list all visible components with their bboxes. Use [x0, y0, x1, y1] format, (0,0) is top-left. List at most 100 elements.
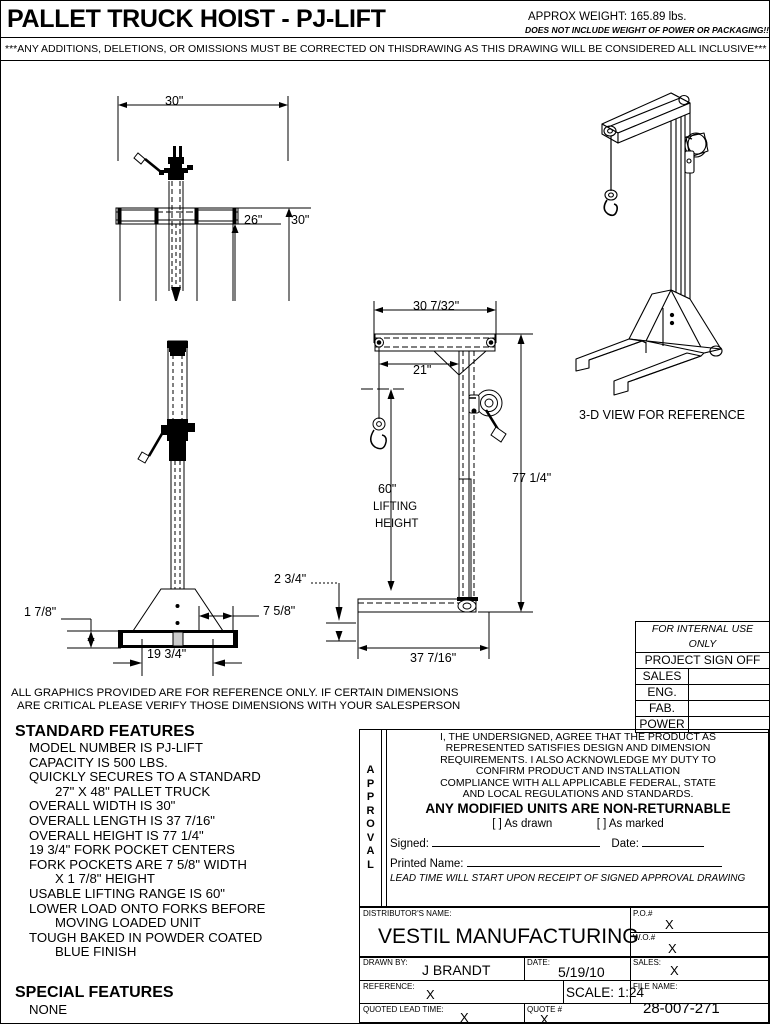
table-row: SALES	[635, 668, 770, 685]
standard-feature-item: MOVING LOADED UNIT	[55, 915, 201, 931]
standard-feature-item: OVERALL HEIGHT IS 77 1/4"	[29, 827, 204, 843]
dim-overall-length: 37 7/16"	[410, 651, 457, 665]
internal-row-label: FAB.	[635, 700, 689, 717]
standard-feature-item: X 1 7/8" HEIGHT	[55, 871, 155, 887]
approval-paragraph-line: I, THE UNDERSIGNED, AGREE THAT THE PRODU…	[440, 731, 716, 743]
page-title: PALLET TRUCK HOIST - PJ-LIFT	[7, 5, 386, 33]
end-view-drawing	[115, 96, 311, 301]
standard-features-block: STANDARD FEATURES MODEL NUMBER IS PJ-LIF…	[15, 723, 265, 960]
printed-name-label: Printed Name:	[390, 858, 464, 871]
approval-side-char: L	[367, 858, 374, 871]
drawn-by-label: DRAWN BY:	[363, 958, 408, 967]
header-divider	[1, 37, 770, 38]
approval-side-char: P	[366, 777, 375, 790]
wo-value[interactable]: X	[668, 941, 677, 956]
checkbox-as-marked[interactable]: [ ] As marked	[596, 818, 664, 831]
scale-label: SCALE: 1:24	[566, 985, 645, 1000]
printed-name-input[interactable]	[466, 855, 722, 868]
approval-side-char: A	[366, 845, 375, 857]
approval-side-label: A P P R O V A L	[360, 730, 381, 906]
iso-view-label: 3-D VIEW FOR REFERENCE	[579, 408, 745, 422]
table-row: POWER	[635, 716, 770, 733]
internal-use-header-italic: FOR INTERNAL USE ONLY	[635, 621, 770, 653]
approval-side-char: A	[366, 764, 375, 776]
dim-lift-label-2: HEIGHT	[375, 518, 419, 530]
graphics-reference-note: ALL GRAPHICS PROVIDED ARE FOR REFERENCE …	[11, 687, 460, 712]
iso-view-drawing	[575, 92, 723, 396]
standard-features-heading: STANDARD FEATURES	[15, 723, 195, 740]
dim-end-width: 30"	[165, 94, 184, 108]
internal-row-label: SALES	[635, 668, 689, 685]
signed-input[interactable]	[432, 835, 601, 848]
approval-body: I, THE UNDERSIGNED, AGREE THAT THE PRODU…	[390, 731, 766, 885]
special-feature-item: NONE	[29, 1002, 68, 1017]
standard-feature-item: OVERALL LENGTH IS 37 7/16"	[29, 812, 215, 828]
dim-pocket-height: 1 7/8"	[24, 605, 57, 619]
graphics-note-line: ALL GRAPHICS PROVIDED ARE FOR REFERENCE …	[11, 687, 459, 699]
po-value[interactable]: X	[665, 917, 674, 932]
clearance-dim-drawing	[311, 582, 356, 642]
approval-divider	[386, 730, 387, 906]
standard-feature-item: FORK POCKETS ARE 7 5/8" WIDTH	[29, 856, 247, 872]
table-row: FAB.	[635, 700, 770, 717]
quoted-lead-label: QUOTED LEAD TIME:	[363, 1005, 444, 1014]
sales-value[interactable]: X	[670, 963, 679, 978]
po-label: P.O.#	[633, 909, 653, 918]
internal-row-label: POWER	[635, 716, 689, 733]
approval-paragraph-line: CONFIRM PRODUCT AND INSTALLATION	[475, 765, 681, 778]
approval-paragraph-line: REQUIREMENTS. I ALSO ACKNOWLEDGE MY DUTY…	[440, 753, 716, 766]
titleblock-line	[630, 908, 631, 1003]
title-block: DISTRIBUTOR'S NAME: VESTIL MANUFACTURING…	[359, 907, 769, 1027]
dim-lift-height: 60"	[378, 482, 397, 496]
standard-feature-item: TOUGH BAKED IN POWDER COATED	[29, 929, 263, 945]
internal-row-value[interactable]	[688, 668, 770, 685]
titleblock-line	[630, 932, 768, 933]
weight-note: DOES NOT INCLUDE WEIGHT OF POWER OR PACK…	[525, 25, 770, 35]
titleblock-line	[524, 956, 525, 980]
dim-hook-offset: 21"	[413, 363, 432, 377]
graphics-note-line: ARE CRITICAL PLEASE VERIFY THOSE DIMENSI…	[17, 699, 461, 712]
dim-fork-length: 26"	[244, 213, 263, 227]
dim-lift-label-1: LIFTING	[373, 501, 418, 513]
date-label: DATE:	[527, 958, 550, 967]
printed-name-row: Printed Name:	[390, 855, 766, 870]
dim-boom-length: 30 7/32"	[413, 299, 460, 313]
date-value: 5/19/10	[558, 964, 605, 980]
internal-row-value[interactable]	[688, 716, 770, 733]
approval-paragraph-line: REPRESENTED SATISFIES DESIGN AND DIMENSI…	[445, 742, 711, 755]
standard-feature-item: 19 3/4" FORK POCKET CENTERS	[29, 842, 235, 858]
titleblock-line	[563, 980, 564, 1003]
front-elevation-drawing	[61, 340, 259, 676]
dim-overall-height: 77 1/4"	[512, 471, 552, 485]
quote-value[interactable]: X	[540, 1012, 549, 1027]
approval-checkboxes: [ ] As drawn [ ] As marked	[390, 818, 766, 830]
titleblock-line	[360, 980, 768, 981]
standard-feature-item: OVERALL WIDTH IS 30"	[29, 798, 176, 814]
internal-row-label: ENG.	[635, 684, 689, 701]
approval-paragraph: I, THE UNDERSIGNED, AGREE THAT THE PRODU…	[390, 731, 766, 800]
approx-weight: APPROX WEIGHT: 165.89 lbs.	[528, 11, 687, 23]
quoted-lead-value[interactable]: X	[460, 1010, 469, 1025]
standard-feature-item: USABLE LIFTING RANGE IS 60"	[29, 885, 225, 901]
date-input[interactable]	[642, 835, 705, 848]
signed-label: Signed:	[390, 838, 430, 851]
distributor-label: DISTRIBUTOR'S NAME:	[363, 909, 452, 918]
table-row: PROJECT SIGN OFF	[635, 652, 770, 669]
checkbox-as-drawn[interactable]: [ ] As drawn	[492, 818, 553, 831]
drawn-by-value: J BRANDT	[422, 962, 491, 978]
reference-value[interactable]: X	[426, 987, 435, 1002]
internal-row-value[interactable]	[688, 700, 770, 717]
reference-label: REFERENCE:	[363, 982, 415, 991]
lead-time-note: LEAD TIME WILL START UPON RECEIPT OF SIG…	[390, 873, 746, 885]
titleblock-line	[524, 1003, 525, 1024]
titleblock-line	[360, 1003, 768, 1004]
internal-row-value[interactable]	[688, 684, 770, 701]
internal-use-table: FOR INTERNAL USE ONLY PROJECT SIGN OFF S…	[635, 621, 770, 733]
revision-notice: ***ANY ADDITIONS, DELETIONS, OR OMISSION…	[5, 43, 767, 55]
table-row: ENG.	[635, 684, 770, 701]
approval-paragraph-line: COMPLIANCE WITH ALL APPLICABLE FEDERAL, …	[440, 776, 716, 789]
approval-side-tab: A P P R O V A L	[360, 730, 382, 906]
approval-side-char: O	[366, 818, 375, 830]
standard-feature-item: LOWER LOAD ONTO FORKS BEFORE	[29, 900, 266, 916]
